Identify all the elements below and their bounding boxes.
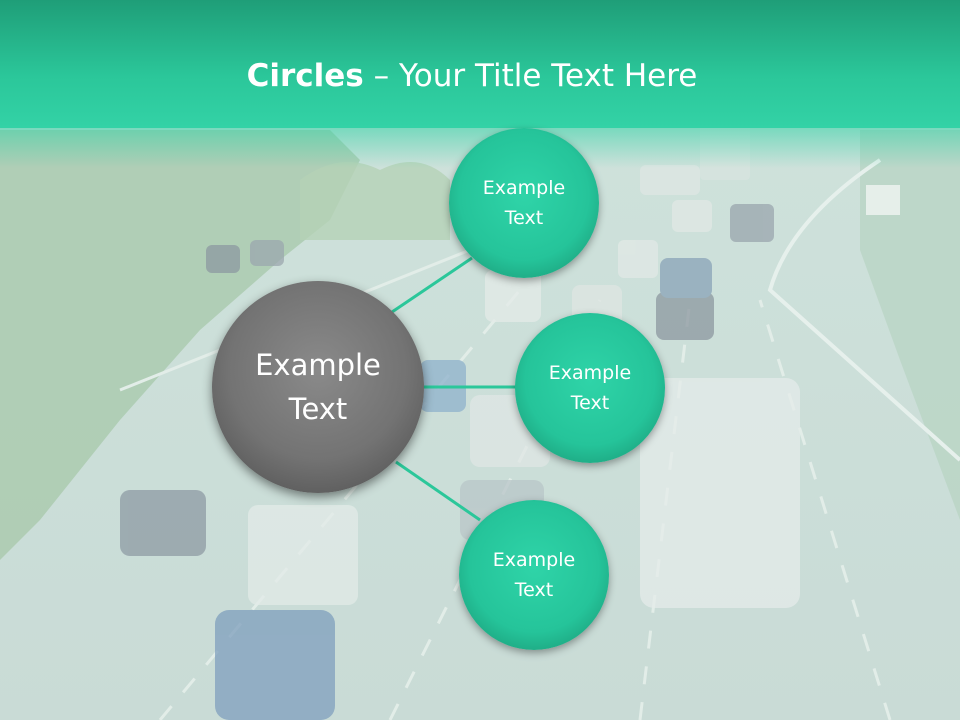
title-band (0, 0, 960, 168)
connector-top (391, 256, 473, 314)
center-circle[interactable]: Example Text (212, 281, 424, 493)
center-circle-line1: Example (255, 348, 381, 382)
satellite-circle-middle[interactable]: Example Text (515, 313, 665, 463)
slide-title: Circles – Your Title Text Here (0, 56, 944, 96)
title-rest: – Your Title Text Here (363, 58, 698, 94)
satellite-middle-line1: Example (548, 362, 632, 384)
satellite-circle-bottom[interactable]: Example Text (459, 500, 609, 650)
satellite-top-line1: Example (482, 177, 566, 199)
connector-bottom (395, 460, 481, 522)
satellite-bottom-line1: Example (492, 549, 576, 571)
satellite-bottom-line2: Text (514, 579, 554, 601)
satellite-circle-top[interactable]: Example Text (449, 128, 599, 278)
satellite-top-line2: Text (504, 207, 544, 229)
center-circle-line2: Text (288, 392, 348, 426)
title-bold: Circles (246, 58, 364, 94)
satellite-middle-line2: Text (570, 392, 610, 414)
